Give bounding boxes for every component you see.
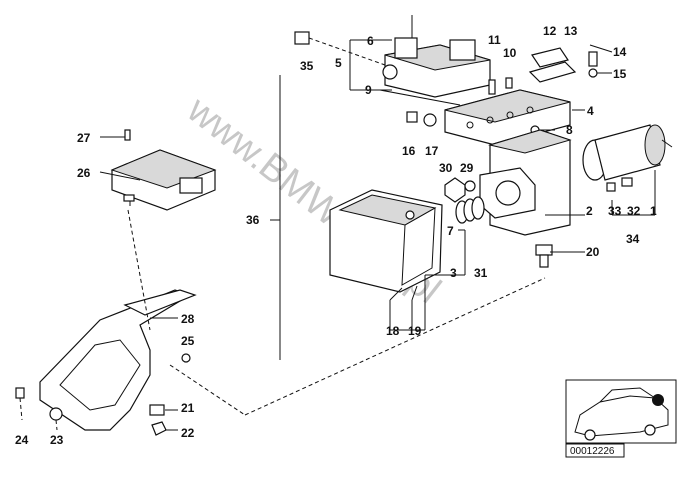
callout-32: 32 [627, 204, 641, 218]
part-29-washer [464, 180, 476, 192]
callout-2: 2 [586, 204, 593, 218]
part-27-screw [124, 129, 131, 141]
part-25-screw [181, 353, 191, 363]
callout-34: 34 [626, 232, 640, 246]
callout-36: 36 [246, 213, 260, 227]
part-10-pin [505, 77, 513, 89]
pump-housing [479, 129, 572, 236]
callout-31: 31 [474, 266, 488, 280]
part-17-washer [423, 113, 437, 127]
part-12-clip [531, 47, 569, 68]
housing-cover [329, 189, 443, 293]
callout-24: 24 [15, 433, 29, 447]
callout-12: 12 [543, 24, 557, 38]
mounting-bracket [39, 289, 197, 431]
part-24-screw [15, 387, 25, 399]
callout-13: 13 [564, 24, 578, 38]
callout-10: 10 [503, 46, 517, 60]
part-14-screw [588, 51, 598, 67]
callout-17: 17 [425, 144, 439, 158]
spring-part-7 [455, 196, 485, 224]
callout-7: 7 [447, 224, 454, 238]
part-33-screw [606, 182, 616, 192]
callout-6: 6 [367, 34, 374, 48]
part-18-screw [389, 287, 403, 301]
solenoid-valve-block [382, 15, 491, 98]
callout-29: 29 [460, 161, 474, 175]
callout-23: 23 [50, 433, 64, 447]
callout-11: 11 [488, 33, 501, 47]
callout-30: 30 [439, 161, 453, 175]
part-15-nut [588, 68, 598, 78]
callout-9: 9 [365, 83, 372, 97]
part-30-nut [444, 177, 466, 203]
part-35-screw [294, 31, 310, 45]
callout-22: 22 [181, 426, 195, 440]
callout-3: 3 [450, 266, 457, 280]
callout-21: 21 [181, 401, 195, 415]
callout-4: 4 [587, 104, 594, 118]
callout-1: 1 [650, 204, 657, 218]
callout-19: 19 [408, 324, 422, 338]
part-13-plate [528, 61, 577, 83]
part-22-nut [151, 421, 167, 436]
location-marker-icon [652, 394, 664, 406]
part-16-screw [406, 111, 418, 123]
pump-motor [582, 124, 673, 181]
part-19-screw [411, 285, 418, 301]
callout-27: 27 [77, 131, 91, 145]
diagram-id: 00012226 [570, 446, 615, 457]
callout-33: 33 [608, 204, 622, 218]
part-23-screw [49, 407, 63, 421]
callout-15: 15 [613, 67, 627, 81]
callout-8: 8 [566, 123, 573, 137]
callout-18: 18 [386, 324, 400, 338]
callout-25: 25 [181, 334, 195, 348]
callout-14: 14 [613, 45, 627, 59]
callout-5: 5 [335, 56, 342, 70]
callout-20: 20 [586, 245, 600, 259]
callout-26: 26 [77, 166, 91, 180]
vehicle-location-inset [565, 379, 677, 444]
callout-16: 16 [402, 144, 416, 158]
part-11-pin [488, 79, 496, 95]
callout-28: 28 [181, 312, 195, 326]
callout-35: 35 [300, 59, 314, 73]
control-unit [110, 149, 217, 211]
diagram-id-box [565, 443, 625, 458]
part-32-screw [621, 177, 633, 187]
rubber-mount [535, 244, 553, 268]
